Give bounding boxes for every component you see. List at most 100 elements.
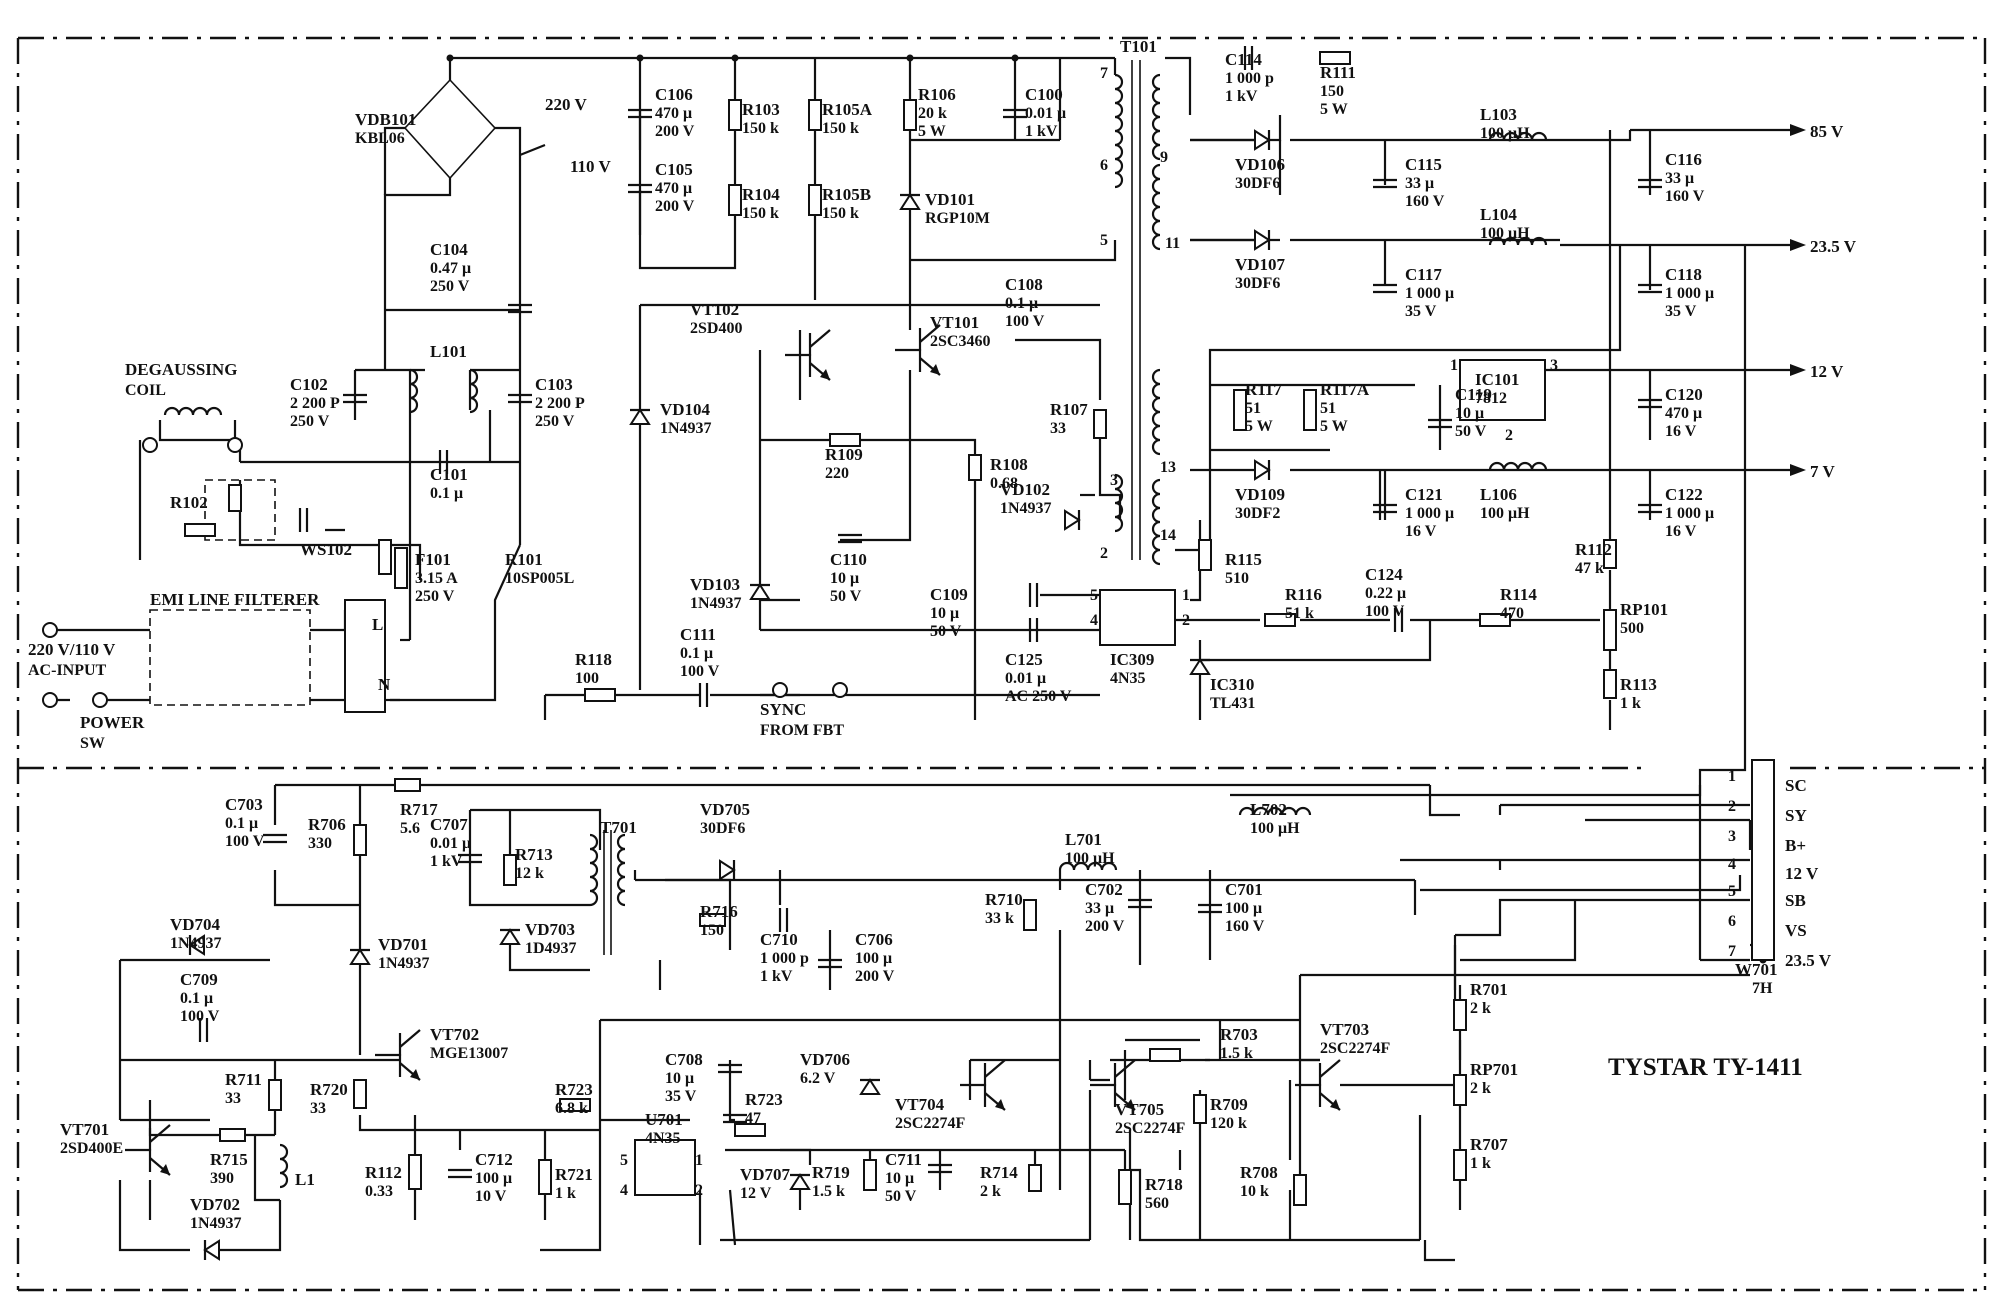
c106-label: 470 μ [655,105,692,122]
r108-label: 0.68 [990,475,1018,492]
c119-label: 50 V [1455,423,1487,440]
t101-pin-2: 2 [1100,545,1108,562]
r719-label: R719 [812,1163,850,1182]
c104-label: C104 [430,240,468,259]
connector-signal-3: B+ [1785,836,1806,855]
c105-label: 470 μ [655,180,692,197]
r117a-label: 5 W [1320,418,1348,435]
vd103-label: VD103 [690,575,740,594]
u701-label: U701 [645,1110,683,1129]
t101-pin-6: 6 [1100,157,1108,174]
c706-label: 200 V [855,968,895,985]
u701-label: 4N35 [645,1130,681,1147]
frame [16,36,1987,1292]
power-switch-label: POWER [80,713,145,732]
vd705-label: VD705 [700,800,750,819]
r711-label: 33 [225,1090,241,1107]
ic101-pin-2: 2 [1505,427,1513,444]
vd706-label: 6.2 V [800,1070,836,1087]
r719-label: 1.5 k [812,1183,845,1200]
c100-label: 1 kV [1025,123,1058,140]
l702-label: L702 [1250,800,1287,819]
r723b-label: R723 [745,1090,783,1109]
vt705-label: VT705 [1115,1100,1164,1119]
c119-label: 10 μ [1455,405,1484,422]
c110-label: 50 V [830,588,862,605]
c104-label: 0.47 μ [430,260,471,277]
c101-label: 0.1 μ [430,485,463,502]
c106-label: 200 V [655,123,695,140]
c125-label: 0.01 μ [1005,670,1046,687]
r112a-label: R112 [1575,540,1612,559]
c105-label: C105 [655,160,693,179]
connector-signal-6: VS [1785,921,1807,940]
f101-label: 250 V [415,588,455,605]
r118-label: R118 [575,650,612,669]
r117-label: 5 W [1245,418,1273,435]
vd706-label: VD706 [800,1050,850,1069]
vd107-label: 30DF6 [1235,275,1280,292]
vt705-label: 2SC2274F [1115,1120,1185,1137]
c121-label: 1 000 μ [1405,505,1454,522]
vd102-label: 1N4937 [1000,500,1052,517]
c111-label: C111 [680,625,716,644]
c702-label: 200 V [1085,918,1125,935]
r114-label: 470 [1500,605,1524,622]
output-23v5-label: 23.5 V [1810,237,1857,256]
vt101-label: VT101 [930,313,979,332]
r117a-label: R117A [1320,380,1370,399]
c709-label: 0.1 μ [180,990,213,1007]
u701-pin-5: 5 [620,1152,628,1169]
c108-label: C108 [1005,275,1043,294]
c703-label: 100 V [225,833,265,850]
c117-label: 1 000 μ [1405,285,1454,302]
r117-label: R117 [1245,380,1282,399]
c115-label: 33 μ [1405,175,1434,192]
r108-label: R108 [990,455,1028,474]
c105-label: 200 V [655,198,695,215]
vd705-label: 30DF6 [700,820,745,837]
r103-label: R103 [742,100,780,119]
r117a-label: 51 [1320,400,1336,417]
ic309-pin-4: 4 [1090,612,1098,629]
c103-label: 250 V [535,413,575,430]
connector-type: 7H [1752,980,1773,997]
ic101-label: 7812 [1475,390,1507,407]
r707-label: 1 k [1470,1155,1491,1172]
c111-label: 100 V [680,663,720,680]
c125-label: AC 250 V [1005,688,1072,705]
r701-label: R701 [1470,980,1508,999]
c116-label: C116 [1665,150,1702,169]
r106-label: 20 k [918,105,947,122]
r105a-label: R105A [822,100,873,119]
rp101-label: 500 [1620,620,1644,637]
r715-label: 390 [210,1170,234,1187]
c712-label: 100 μ [475,1170,512,1187]
r708-label: R708 [1240,1163,1278,1182]
c110-label: 10 μ [830,570,859,587]
c702-label: 33 μ [1085,900,1114,917]
connector-pin-6: 6 [1728,913,1736,930]
c114-label: 1 000 p [1225,70,1274,87]
l1-label: L1 [295,1170,315,1189]
vd704-label: VD704 [170,915,221,934]
vd104-label: 1N4937 [660,420,712,437]
c122-label: 16 V [1665,523,1697,540]
vt702-label: MGE13007 [430,1045,508,1062]
r723a-label: R723 [555,1080,593,1099]
c701-label: C701 [1225,880,1263,899]
c708-label: 35 V [665,1088,697,1105]
c102-label: 250 V [290,413,330,430]
r104-label: R104 [742,185,780,204]
c104-label: 250 V [430,278,470,295]
rp701-label: 2 k [1470,1080,1491,1097]
r115-label: 510 [1225,570,1249,587]
selector-110v-label: 110 V [570,157,612,176]
sync-from-fbt-label: SYNC [760,700,806,719]
c125-label: C125 [1005,650,1043,669]
vd106-label: 30DF6 [1235,175,1280,192]
c703-label: C703 [225,795,263,814]
c701-label: 100 μ [1225,900,1262,917]
vd101-label: VD101 [925,190,975,209]
l106-label: 100 μH [1480,505,1530,522]
